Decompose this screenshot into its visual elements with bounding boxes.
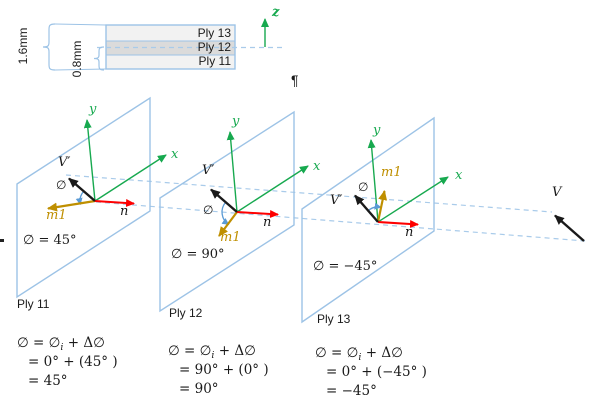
v-vector-arrow [554, 214, 585, 242]
formula-rhs: + Δ∅ [63, 335, 105, 351]
formula-line1: ∅ = ∅i + Δ∅ [315, 344, 427, 363]
ply11-vectors [47, 119, 167, 212]
angle-value: ∅ = 45° [23, 233, 77, 248]
ply12-plane [159, 110, 295, 313]
n-vector-arrow [94, 198, 135, 207]
formula-subscript: i [60, 342, 64, 353]
formula-line2: = 90° + (0° ) [179, 362, 269, 378]
ply12-vectors [210, 131, 309, 237]
formula-rhs: + Δ∅ [214, 343, 256, 359]
m1-vector-arrow [218, 211, 238, 237]
stack-ply13-label: Ply 13 [197, 26, 231, 40]
m1-label: m1 [46, 208, 67, 223]
v-vector-label: V [552, 185, 562, 200]
ply-name: Ply 11 [17, 297, 50, 311]
x-axis-arrow [94, 154, 167, 202]
v-prime-label: V′ [330, 193, 343, 208]
projection-dashed-upper [65, 174, 553, 213]
m1-vector-arrow [47, 199, 96, 212]
formula-line1: ∅ = ∅i + Δ∅ [17, 334, 118, 353]
formula-lhs: ∅ = ∅ [315, 345, 359, 361]
formula-rhs: + Δ∅ [361, 345, 403, 361]
formula-ply12: ∅ = ∅i + Δ∅ = 90° + (0° ) = 90° [168, 342, 269, 399]
formula-line2: = 0° + (45° ) [28, 354, 118, 370]
formula-lhs: ∅ = ∅ [17, 335, 61, 351]
n-vector-arrow [236, 210, 279, 219]
extension-line-top [54, 23, 107, 26]
formula-line3: = 90° [179, 381, 219, 397]
stack-ply11-label: Ply 11 [198, 54, 231, 68]
formula-subscript: i [358, 352, 362, 363]
n-label: n [263, 215, 272, 230]
formula-line3: = 45° [28, 373, 68, 389]
angle-value: ∅ = 90° [171, 247, 225, 262]
m1-vector-arrow [376, 190, 388, 223]
x-axis-arrow [377, 176, 449, 223]
ply-name: Ply 12 [169, 306, 203, 320]
y-axis-label: y [373, 123, 381, 138]
x-axis-arrow [236, 165, 309, 213]
ply11-plane [16, 96, 151, 299]
y-axis-label: y [89, 102, 97, 117]
total-thickness-label: 1.6mm [16, 27, 30, 65]
laminate-stack [42, 18, 285, 71]
x-axis-label: x [313, 159, 321, 174]
formula-subscript: i [211, 350, 215, 361]
brace-0-8mm [93, 46, 105, 71]
ply13-vectors [354, 139, 449, 228]
formula-ply13: ∅ = ∅i + Δ∅ = 0° + (−45° ) = −45° [315, 344, 427, 401]
ply13-plane [301, 116, 435, 324]
y-axis-arrow [367, 139, 379, 223]
pilcrow-mark: ¶ [291, 72, 299, 88]
stack-ply12-label: Ply 12 [197, 40, 231, 54]
v-prime-label: V′ [202, 163, 215, 178]
formula-ply11: ∅ = ∅i + Δ∅ = 0° + (45° ) = 45° [17, 334, 118, 391]
phi-symbol: ∅ [358, 180, 369, 194]
v-prime-vector-arrow [68, 177, 96, 202]
formula-line1: ∅ = ∅i + Δ∅ [168, 342, 269, 361]
v-prime-label: V′ [58, 155, 71, 170]
clipped-text-fragment [0, 239, 4, 242]
m1-label: m1 [381, 165, 402, 180]
brace-1-6mm [42, 23, 56, 71]
formula-lhs: ∅ = ∅ [168, 343, 212, 359]
v-prime-vector-arrow [210, 188, 238, 213]
ply-name: Ply 13 [317, 312, 351, 326]
y-axis-label: y [232, 114, 240, 129]
n-label: n [405, 225, 414, 240]
n-vector-arrow [377, 220, 419, 228]
projection-dashed-lower [95, 201, 586, 242]
phi-symbol: ∅ [56, 178, 67, 192]
formula-line2: = 0° + (−45° ) [326, 364, 427, 380]
phi-symbol: ∅ [203, 203, 214, 217]
angle-value: ∅ = −45° [313, 259, 378, 274]
formula-line3: = −45° [326, 383, 377, 399]
extension-line-bottom [54, 68, 107, 71]
half-thickness-label: 0.8mm [70, 40, 84, 78]
m1-label: m1 [220, 230, 241, 245]
x-axis-label: x [455, 168, 463, 183]
y-axis-arrow [226, 131, 238, 213]
y-axis-arrow [83, 119, 96, 202]
n-label: n [120, 204, 129, 219]
z-axis-label: z [272, 5, 280, 20]
v-prime-vector-arrow [354, 194, 379, 223]
phi-angle-arc [221, 201, 230, 225]
x-axis-label: x [171, 147, 179, 162]
